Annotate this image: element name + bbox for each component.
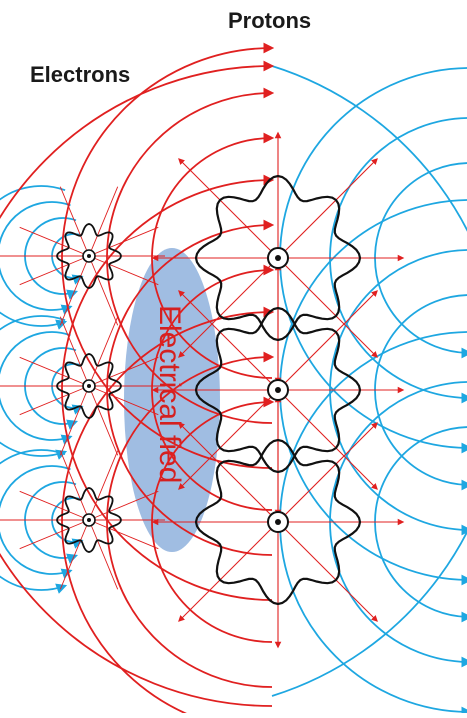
protons-label: Protons [228, 8, 312, 33]
electron-radial-line [59, 255, 90, 326]
proton-radial-arrow [178, 521, 279, 622]
proton-radial-arrow [277, 422, 378, 523]
electron-radial-line [19, 490, 90, 521]
electron-radial-line [88, 519, 119, 590]
electron-radial-line [88, 450, 119, 521]
electron-radial-line [19, 519, 90, 550]
electron-radial-line [59, 385, 90, 456]
proton-radial-arrow [277, 389, 378, 490]
proton-radial-arrow [178, 389, 279, 490]
electron-field-arc [0, 331, 73, 445]
electron-radial-line [88, 356, 159, 387]
electron-radial-line [59, 316, 90, 387]
electron-radial-line [19, 255, 90, 286]
proton-radial-arrow [277, 257, 378, 358]
electron-radial-line [88, 186, 119, 257]
electron-radial-line [88, 490, 159, 521]
proton-radial-arrow [178, 158, 279, 259]
proton-dot [275, 255, 281, 261]
outer-red-arc [0, 60, 275, 707]
proton-dot [275, 519, 281, 525]
electron-field-arc [0, 449, 68, 594]
particle-shapes [56, 174, 362, 606]
electron-to-proton-arc [61, 306, 275, 718]
proton-dot [275, 387, 281, 393]
proton-radial-arrow [277, 290, 378, 391]
electron-radial-line [88, 385, 159, 416]
electron-radial-line [19, 385, 90, 416]
proton-radial-arrow [178, 290, 279, 391]
positive-field-lines [0, 42, 275, 718]
electron-to-proton-arc [106, 87, 275, 424]
electrical-field-region: Electrical fied [124, 248, 220, 552]
proton-wave-shape [194, 438, 362, 606]
outer-field-arc [271, 65, 467, 697]
electron-radial-line [59, 450, 90, 521]
proton-wave-shape [194, 174, 362, 342]
electron-radial-line [88, 255, 159, 286]
electron-radial-line [59, 519, 90, 590]
electron-radial-line [19, 226, 90, 257]
proton-radial-arrow [277, 521, 378, 622]
electron-field-arc [0, 465, 73, 579]
electron-dot [87, 384, 91, 388]
negative-field-lines [0, 65, 467, 718]
proton-wave-shape [194, 306, 362, 474]
electron-wave-shape [56, 353, 122, 419]
electron-radial-line [88, 519, 159, 550]
electron-field-arc [0, 315, 68, 460]
electron-wave-shape [56, 223, 122, 289]
electron-wave-shape [56, 487, 122, 553]
electron-dot [87, 518, 91, 522]
proton-radial-arrow [178, 422, 279, 523]
electron-to-proton-arc [106, 219, 275, 556]
proton-radial-arrow [277, 158, 378, 259]
electron-radial-line [88, 255, 119, 326]
electron-radial-line [88, 316, 119, 387]
electron-to-proton-arc [106, 351, 275, 688]
proton-radial-arrow [178, 257, 279, 358]
electron-radial-line [19, 356, 90, 387]
electron-radial-line [59, 186, 90, 257]
electron-field-arc [0, 185, 68, 330]
electrons-label: Electrons [30, 62, 131, 87]
electron-to-proton-arc [61, 42, 275, 469]
electron-dot [87, 254, 91, 258]
electron-radial-line [88, 226, 159, 257]
electron-radial-line [88, 385, 119, 456]
electron-to-proton-arc [61, 174, 275, 601]
radial-field-arrows [0, 131, 405, 649]
electron-field-arc [0, 201, 73, 315]
